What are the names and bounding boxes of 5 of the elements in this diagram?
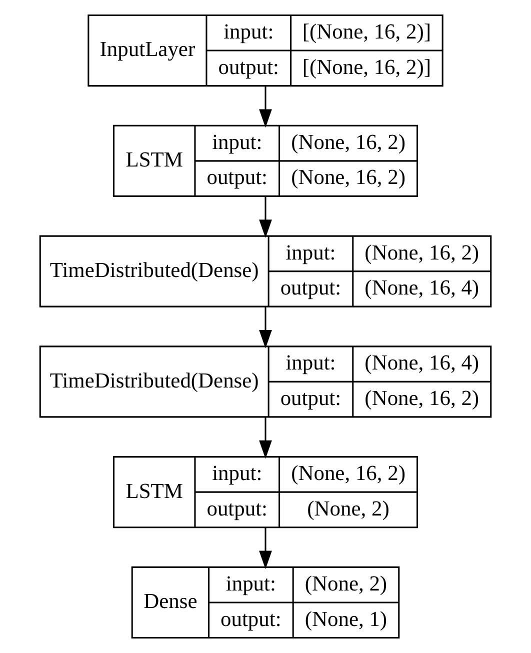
arrow [259,196,272,238]
arrow [259,86,272,128]
arrow [259,528,272,570]
arrow [259,306,272,348]
arrow [259,417,272,459]
